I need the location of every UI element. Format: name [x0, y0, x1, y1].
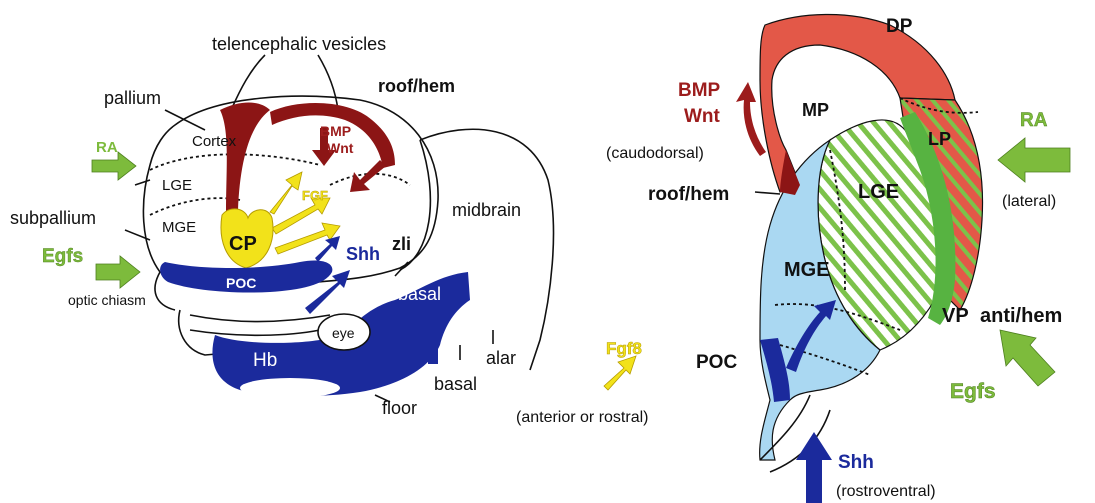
label-bmp-right: BMP	[678, 80, 721, 101]
label-anterior-rostral: (anterior or rostral)	[516, 409, 648, 426]
label-fgf: FGF	[302, 188, 328, 203]
optic-chiasm-line	[190, 315, 330, 321]
wnt-arrow	[350, 160, 386, 192]
egfs-arrow-right	[1000, 330, 1055, 386]
label-egfs-right: Egfs	[950, 380, 996, 403]
fgf8-arrow	[604, 356, 636, 390]
left-brain-schematic: telencephalic vesicles pallium Cortex ro…	[10, 34, 553, 418]
shh-arrow-bottom	[796, 432, 832, 503]
floor-plate	[240, 378, 340, 398]
label-roof-hem: roof/hem	[378, 76, 455, 96]
label-hb: Hb	[253, 350, 277, 371]
label-wnt: Wnt	[327, 140, 354, 156]
label-cortex: Cortex	[192, 133, 237, 150]
shh-arrow-small	[315, 236, 340, 262]
label-shh-right: Shh	[838, 452, 874, 473]
fgf-arrow-up	[270, 172, 302, 214]
subpallium-pointer	[135, 180, 150, 185]
label-caudodorsal: (caudodorsal)	[606, 145, 704, 162]
roof-hem-pointer-right	[755, 192, 780, 194]
label-poc-right: POC	[696, 352, 737, 373]
label-bmp: BMP	[320, 123, 351, 139]
label-basal-lower: basal	[434, 374, 477, 394]
label-optic-chiasm: optic chiasm	[68, 292, 146, 308]
label-mge-right: MGE	[784, 259, 830, 281]
label-telencephalic-vesicles: telencephalic vesicles	[212, 34, 386, 54]
label-alar: alar	[486, 348, 516, 368]
label-roof-hem-right: roof/hem	[648, 184, 729, 205]
label-shh-left: Shh	[346, 244, 380, 264]
basal-strip	[428, 330, 438, 364]
label-pallium: pallium	[104, 88, 161, 108]
label-mp: MP	[802, 100, 829, 120]
optic-chiasm-line-2	[190, 330, 320, 335]
label-lateral: (lateral)	[1002, 193, 1056, 210]
label-ra-right: RA	[1020, 110, 1048, 131]
subpallium-pointer-2	[125, 230, 150, 240]
label-eye: eye	[332, 325, 355, 341]
label-dp: DP	[886, 16, 913, 37]
label-fgf8: Fgf8	[606, 339, 642, 358]
vesicle-pointer-right	[318, 55, 338, 110]
pallium-pointer	[165, 110, 205, 130]
egfs-arrow-left	[96, 256, 140, 288]
label-subpallium: subpallium	[10, 208, 96, 228]
label-mge: MGE	[162, 219, 196, 236]
label-antihem: anti/hem	[980, 305, 1062, 327]
label-zli: zli	[392, 234, 411, 254]
roof-hem-shape	[220, 103, 270, 213]
label-midbrain: midbrain	[452, 200, 521, 220]
label-lp: LP	[928, 129, 951, 149]
ra-arrow-left	[92, 152, 136, 180]
label-ra-left: RA	[96, 139, 118, 156]
label-rostroventral: (rostroventral)	[836, 483, 936, 500]
label-poc-left: POC	[226, 275, 256, 291]
label-lge: LGE	[162, 177, 192, 194]
label-vp: VP	[942, 305, 969, 327]
label-egfs-left: Egfs	[42, 246, 83, 267]
label-floor: floor	[382, 398, 417, 418]
label-basal-upper: basal	[398, 284, 441, 304]
right-hemisphere-schematic: DP MP BMP Wnt (caudodorsal) roof/hem LGE…	[606, 14, 1070, 503]
ra-arrow-right	[998, 138, 1070, 182]
label-cp: CP	[229, 233, 257, 255]
label-lge-right: LGE	[858, 181, 899, 203]
label-wnt-right: Wnt	[684, 106, 721, 127]
